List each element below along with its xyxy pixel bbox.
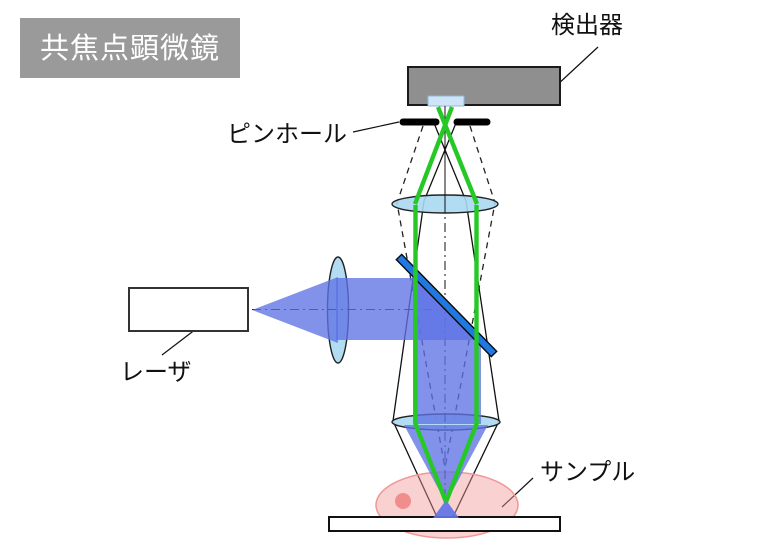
pinhole-leader-line [352, 121, 400, 133]
diagram-title: 共焦点顕微鏡 [40, 32, 220, 65]
title-background [20, 18, 240, 78]
detector-leader-line [555, 46, 599, 87]
laser-beam-diverging [252, 277, 338, 343]
sensor-window [427, 95, 465, 107]
green-ray-column-right [443, 205, 479, 503]
pinhole-label: ピンホール [227, 121, 347, 148]
laser-beam-reflected [413, 271, 481, 424]
out-of-focus-solid-ray-right [433, 122, 500, 518]
sample-leader-line [501, 477, 534, 508]
green-ray-column-left [413, 205, 449, 503]
focal-point-spot [433, 500, 459, 518]
title-badge: 共焦点顕微鏡 [20, 18, 240, 78]
laser-body [128, 287, 249, 332]
dichroic-mirror [395, 253, 498, 358]
laser-leader-line [161, 328, 197, 356]
green-ray-crossing-right [435, 106, 480, 205]
stage-slide [328, 516, 561, 532]
sample-nucleus [395, 493, 411, 509]
sample-label: サンプル [540, 459, 635, 486]
detector-label: 検出器 [551, 12, 623, 39]
laser-label: レーザ [120, 359, 192, 386]
